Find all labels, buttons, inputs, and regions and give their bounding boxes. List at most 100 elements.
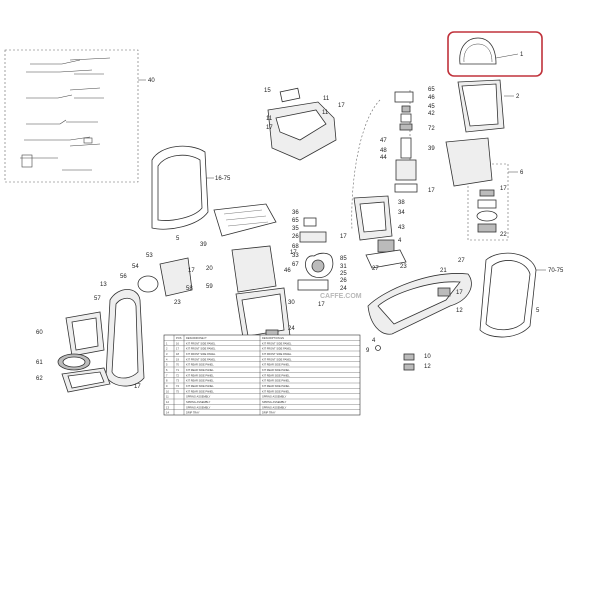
table-cell: KIT FRONT SIDE PANEL bbox=[186, 347, 216, 351]
pump-assembly bbox=[297, 217, 334, 291]
callout-38: 38 bbox=[398, 200, 405, 206]
table-cell: DRIP TRAY bbox=[186, 411, 200, 415]
table-cell: SPRING ASSEMBLY bbox=[262, 400, 287, 404]
callout-44: 44 bbox=[380, 155, 387, 161]
callout-72: 72 bbox=[428, 126, 435, 132]
callout-10: 10 bbox=[424, 354, 431, 360]
callout-34: 34 bbox=[398, 210, 405, 216]
callout-17e: 17 bbox=[340, 234, 347, 240]
table-cell: DRIP TRAY bbox=[262, 411, 276, 415]
callout-13: 13 bbox=[100, 282, 107, 288]
base-connector bbox=[437, 287, 451, 297]
callout-5b: 5 bbox=[536, 308, 540, 314]
table-cell: 74 bbox=[176, 384, 179, 388]
callout-17c: 17 bbox=[428, 188, 435, 194]
callout-22: 22 bbox=[500, 232, 507, 238]
callout-17d: 17 bbox=[500, 186, 507, 192]
table-cell: KIT FRONT SIDE PANEL bbox=[186, 341, 216, 345]
callout-53: 53 bbox=[146, 253, 153, 259]
table-cell: KIT FRONT SIDE PANEL bbox=[262, 352, 292, 356]
table-cell: KIT FRONT SIDE PANEL bbox=[262, 357, 292, 361]
table-cell: 14 bbox=[166, 411, 169, 415]
table-cell: SPRING ASSEMBLY bbox=[186, 405, 211, 409]
table-cell: SPRING ASSEMBLY bbox=[262, 405, 287, 409]
callout-31: 31 bbox=[340, 264, 347, 270]
callout-47: 47 bbox=[380, 138, 387, 144]
table-cell: 6 bbox=[166, 368, 168, 372]
callout-35: 35 bbox=[292, 226, 299, 232]
table-header-cell: DESCRIZIONE IT bbox=[186, 336, 207, 340]
table-cell: 72 bbox=[176, 373, 179, 377]
table-cell: 4 bbox=[166, 357, 168, 361]
table-cell: 1 bbox=[166, 341, 168, 345]
table-cell: 10 bbox=[166, 389, 169, 393]
callout-17f: 17 bbox=[318, 302, 325, 308]
callout-11b: 11 bbox=[322, 110, 329, 116]
callout-4: 4 bbox=[398, 238, 402, 244]
foot-part-10 bbox=[403, 353, 415, 361]
part-53-bracket bbox=[159, 257, 193, 297]
callout-17g: 17 bbox=[290, 250, 297, 256]
callout-16-75: 16-75 bbox=[215, 176, 231, 182]
table-cell: SPRING ASSEMBLY bbox=[186, 400, 211, 404]
callout-6: 6 bbox=[520, 170, 524, 176]
callout-39b: 39 bbox=[200, 242, 207, 248]
table-cell: 11 bbox=[166, 395, 169, 399]
table-cell: 71 bbox=[176, 368, 179, 372]
callout-26b: 26 bbox=[340, 278, 347, 284]
callout-25: 25 bbox=[340, 271, 347, 277]
table-cell: SPRING ASSEMBLY bbox=[186, 395, 211, 399]
callout-9: 9 bbox=[366, 348, 370, 354]
callout-17a: 17 bbox=[338, 103, 345, 109]
callout-56: 56 bbox=[120, 274, 127, 280]
table-cell: 17 bbox=[176, 347, 179, 351]
table-cell: KIT REAR SIDE PANEL bbox=[262, 379, 290, 383]
table-cell: KIT REAR SIDE PANEL bbox=[186, 384, 214, 388]
callout-68: 68 bbox=[292, 244, 299, 250]
callout-65b: 65 bbox=[292, 218, 299, 224]
callout-24: 24 bbox=[340, 286, 347, 292]
table-cell: KIT FRONT SIDE PANEL bbox=[262, 341, 292, 345]
callout-67: 67 bbox=[292, 262, 299, 268]
callout-5a: 5 bbox=[176, 236, 180, 242]
callout-85: 85 bbox=[340, 256, 347, 262]
top-cover-part-1 bbox=[459, 37, 497, 65]
callout-60: 60 bbox=[36, 330, 43, 336]
callout-26: 26 bbox=[292, 234, 299, 240]
callout-1: 1 bbox=[520, 52, 524, 58]
callout-45: 45 bbox=[428, 104, 435, 110]
callout-12b: 12 bbox=[424, 364, 431, 370]
valve-stack bbox=[476, 189, 498, 233]
callout-17b: 17 bbox=[266, 125, 273, 131]
callout-46: 46 bbox=[428, 95, 435, 101]
table-cell: 12 bbox=[166, 400, 169, 404]
table-cell: SPRING ASSEMBLY bbox=[262, 395, 287, 399]
part-23-plate bbox=[365, 249, 407, 269]
control-board bbox=[213, 203, 277, 237]
callout-70-75: 70-75 bbox=[548, 268, 564, 274]
callout-30: 30 bbox=[288, 300, 295, 306]
callout-27b: 27 bbox=[458, 258, 465, 264]
table-cell: 2 bbox=[166, 347, 168, 351]
callout-62: 62 bbox=[36, 376, 43, 382]
callout-4b: 4 bbox=[372, 338, 376, 344]
table-cell: 7 bbox=[166, 373, 168, 377]
table-cell: 70 bbox=[176, 363, 179, 367]
callout-59: 59 bbox=[206, 284, 213, 290]
callout-24b: 24 bbox=[288, 326, 295, 332]
brew-unit-column bbox=[394, 91, 418, 193]
highlight-box-part-1 bbox=[447, 31, 543, 77]
callout-17j: 17 bbox=[456, 290, 463, 296]
callout-58: 58 bbox=[186, 286, 193, 292]
callout-15: 15 bbox=[264, 88, 271, 94]
callout-20: 20 bbox=[206, 266, 213, 272]
foot-part-12 bbox=[403, 363, 415, 371]
table-cell: KIT REAR SIDE PANEL bbox=[262, 368, 290, 372]
table-cell: 5 bbox=[166, 363, 168, 367]
table-cell: 75 bbox=[176, 389, 179, 393]
callout-17i: 17 bbox=[134, 384, 141, 390]
table-cell: KIT REAR SIDE PANEL bbox=[186, 363, 214, 367]
wiring-inset-box bbox=[4, 49, 139, 183]
